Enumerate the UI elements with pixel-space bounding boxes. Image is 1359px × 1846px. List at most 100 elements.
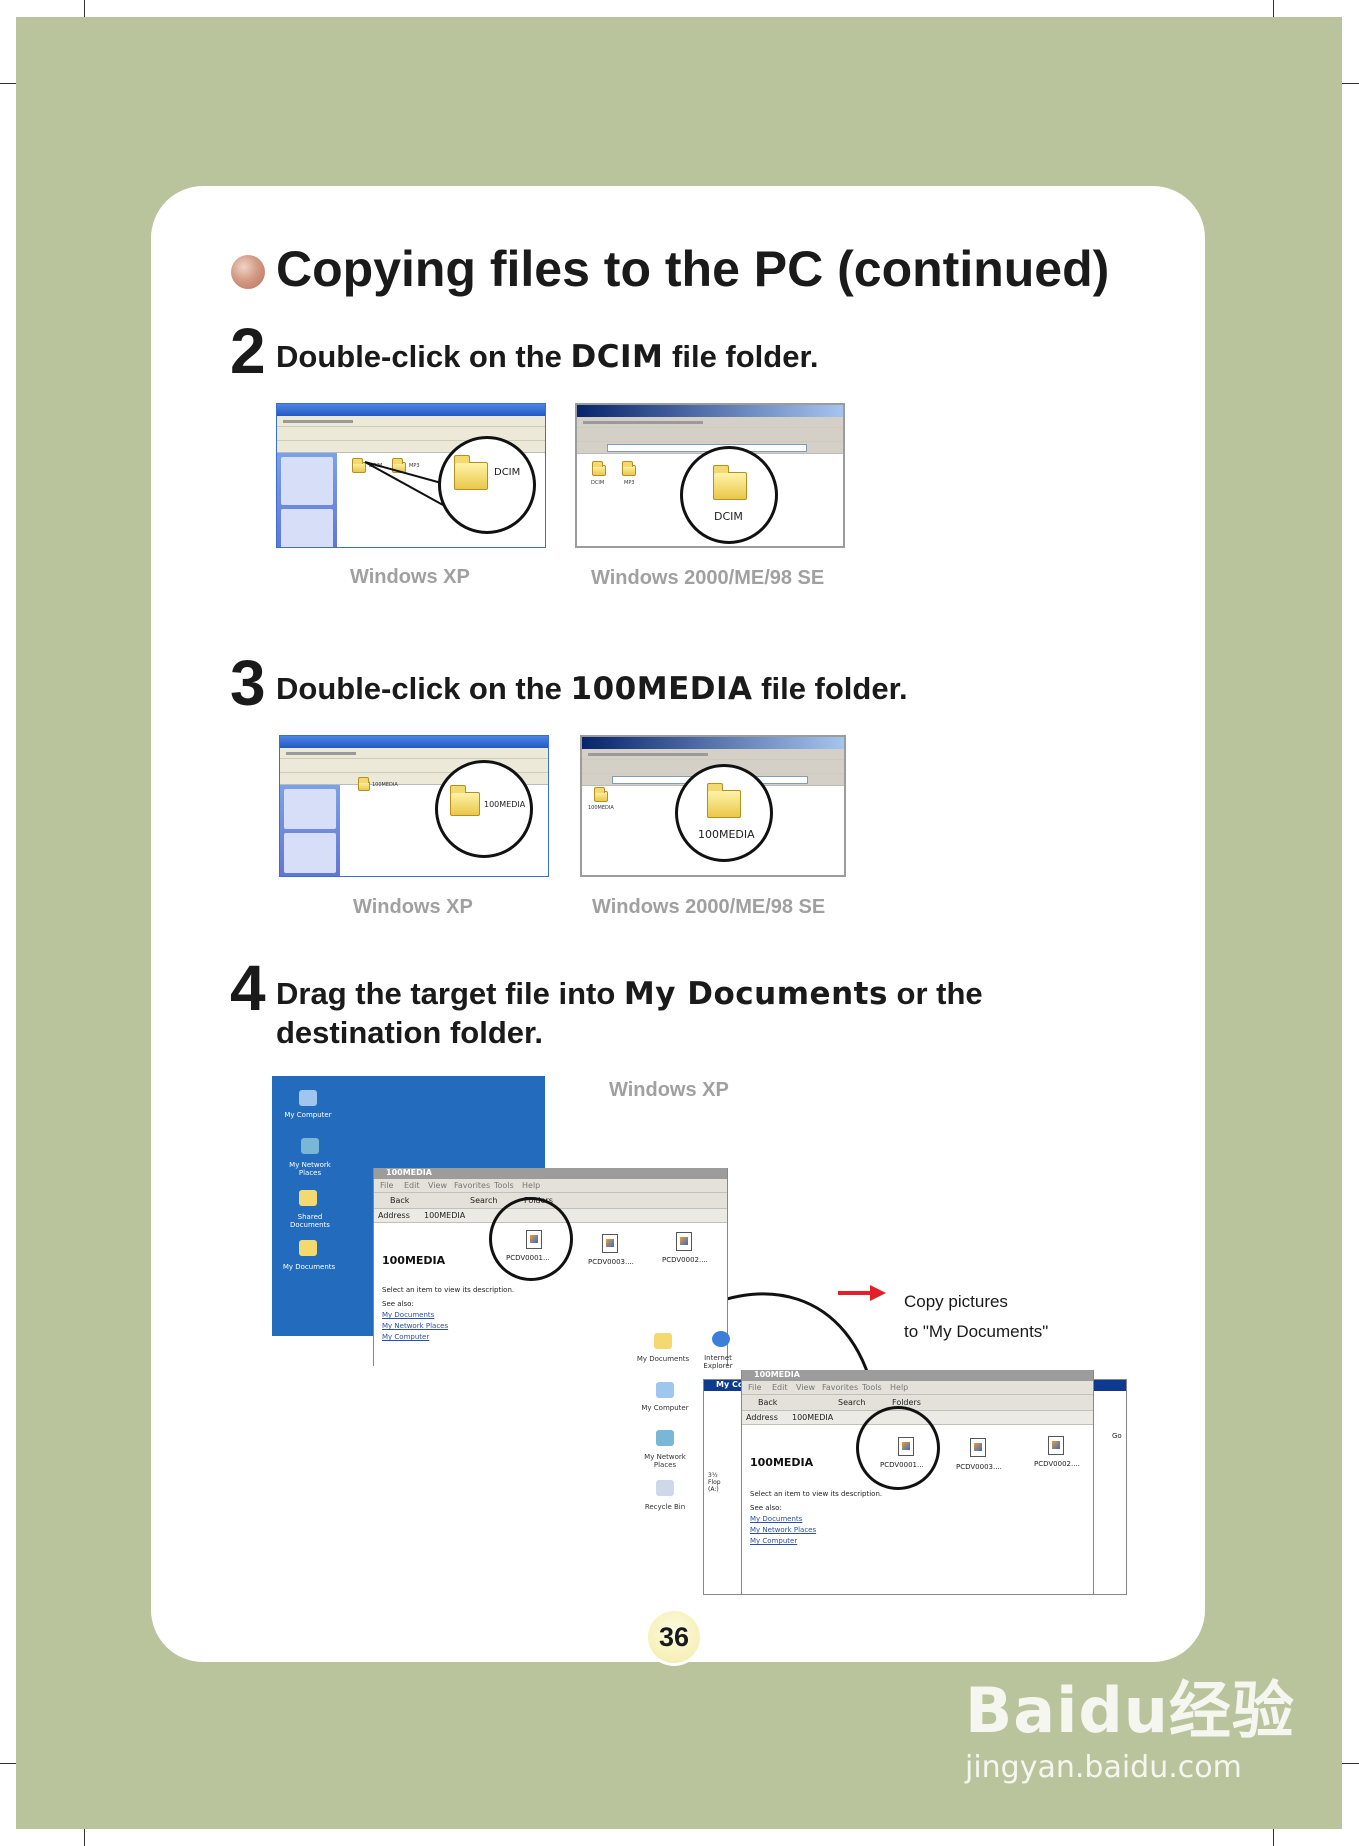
folder-icon: [358, 777, 370, 791]
menu-help[interactable]: Help: [522, 1181, 541, 1190]
drag-source-highlight: [489, 1197, 573, 1281]
link-my-documents[interactable]: My Documents: [382, 1311, 435, 1319]
step-number: 3: [230, 647, 266, 719]
desktop-icon-label: Internet Explorer: [703, 1354, 733, 1370]
menu-bar: [277, 416, 545, 427]
step-text-highlight: 100MEDIA: [570, 671, 753, 707]
step-text-before: Double-click on the: [276, 671, 571, 706]
folder-icon: [594, 787, 608, 802]
menu-favorites[interactable]: Favorites: [822, 1383, 859, 1392]
desktop-icon-label: My Documents: [282, 1263, 336, 1271]
image-file-icon[interactable]: [602, 1234, 618, 1253]
search-button[interactable]: Search: [470, 1196, 498, 1205]
shared-folder-icon: [299, 1190, 317, 1206]
folder-label: 100MEDIA: [372, 782, 398, 788]
step-number: 2: [230, 315, 266, 387]
step-number: 4: [230, 952, 266, 1024]
menu-edit[interactable]: Edit: [404, 1181, 420, 1190]
address-input[interactable]: 100MEDIA: [792, 1413, 834, 1422]
folder-icon: [450, 785, 480, 816]
link-my-computer[interactable]: My Computer: [750, 1537, 798, 1545]
file-label: PCDV0003....: [956, 1463, 1002, 1471]
menu-tools[interactable]: Tools: [494, 1181, 514, 1190]
desktop-icon-label: Recycle Bin: [644, 1503, 686, 1511]
go-button[interactable]: Go: [1112, 1432, 1122, 1440]
drive-label: 3½ Flop (A:): [708, 1472, 721, 1493]
folder-icon: [454, 455, 488, 490]
folder-label: 100MEDIA: [588, 805, 614, 811]
copy-note-line2: to "My Documents": [904, 1321, 1049, 1341]
see-also-label: See also:: [750, 1504, 782, 1512]
menu-view[interactable]: View: [796, 1383, 815, 1392]
file-label: PCDV0002....: [1034, 1460, 1080, 1468]
menu-edit[interactable]: Edit: [772, 1383, 788, 1392]
step-instruction: Double-click on the DCIM file folder.: [276, 338, 818, 377]
task-pane: [277, 453, 337, 547]
folder-icon: [592, 461, 606, 476]
menu-favorites[interactable]: Favorites: [454, 1181, 491, 1190]
drag-source-highlight: [856, 1406, 940, 1490]
page-number: 36: [648, 1611, 700, 1663]
menu-bar: [280, 748, 548, 759]
step-text-after: file folder.: [663, 339, 819, 374]
step-text-before: Drag the target file into: [276, 976, 624, 1011]
address-input[interactable]: 100MEDIA: [424, 1211, 466, 1220]
folder-heading: 100MEDIA: [382, 1254, 446, 1267]
caption-classic: Windows 2000/ME/98 SE: [592, 896, 826, 918]
folder-icon: [392, 458, 406, 473]
back-button[interactable]: Back: [758, 1398, 778, 1407]
page-title: Copying files to the PC (continued): [276, 241, 1110, 297]
menu-view[interactable]: View: [428, 1181, 447, 1190]
caption-xp: Windows XP: [350, 566, 470, 588]
my-computer-icon: [656, 1382, 674, 1398]
menu-tools[interactable]: Tools: [862, 1383, 882, 1392]
link-my-documents[interactable]: My Documents: [750, 1515, 803, 1523]
menu-bar: File Edit View Favorites Tools Help: [374, 1179, 727, 1193]
back-button[interactable]: Back: [390, 1196, 410, 1205]
address-label: Address: [746, 1413, 778, 1422]
folder-icon: [352, 458, 366, 473]
window-title: My Co: [716, 1380, 744, 1389]
step-text-after: file folder.: [752, 671, 908, 706]
folder-heading: 100MEDIA: [750, 1456, 814, 1469]
zoom-label: 100MEDIA: [698, 828, 755, 841]
image-file-icon[interactable]: [1048, 1436, 1064, 1455]
internet-explorer-icon: [712, 1331, 730, 1347]
title-bar: [582, 737, 844, 749]
menu-file[interactable]: File: [380, 1181, 394, 1190]
title-bar: [280, 736, 548, 748]
link-network-places[interactable]: My Network Places: [750, 1526, 817, 1534]
folder-icon: [707, 783, 741, 818]
step-text-before: Double-click on the: [276, 339, 571, 374]
caption-xp: Windows XP: [353, 896, 473, 918]
zoom-label: DCIM: [494, 467, 521, 478]
step-text-highlight: DCIM: [570, 339, 664, 375]
caption-xp: Windows XP: [609, 1079, 729, 1101]
image-file-icon[interactable]: [676, 1232, 692, 1251]
desktop-icon-label: My Network Places: [289, 1161, 331, 1177]
window-title: 100MEDIA: [754, 1370, 800, 1379]
my-documents-icon: [299, 1240, 317, 1256]
title-bar: 100MEDIA: [374, 1168, 727, 1179]
caption-classic: Windows 2000/ME/98 SE: [591, 567, 825, 589]
desktop-icon-label: My Computer: [284, 1111, 332, 1119]
task-pane: [280, 785, 340, 876]
menu-bar: File Edit View Favorites Tools Help: [742, 1381, 1093, 1395]
menu-bar: [577, 417, 843, 428]
copy-note-line1: Copy pictures: [904, 1292, 1008, 1311]
watermark-url: jingyan.baidu.com: [965, 1750, 1242, 1785]
menu-file[interactable]: File: [748, 1383, 762, 1392]
link-my-computer[interactable]: My Computer: [382, 1333, 430, 1341]
folders-button[interactable]: Folders: [892, 1398, 921, 1407]
zoom-label: 100MEDIA: [484, 800, 526, 809]
description-text: Select an item to view its description.: [382, 1286, 515, 1294]
search-button[interactable]: Search: [838, 1398, 866, 1407]
folder-icon: [622, 461, 636, 476]
explorer-window-100media: 100MEDIA File Edit View Favorites Tools …: [741, 1370, 1094, 1595]
copy-note: Copy pictures to "My Documents": [904, 1287, 1048, 1347]
image-file-icon[interactable]: [970, 1438, 986, 1457]
link-network-places[interactable]: My Network Places: [382, 1322, 449, 1330]
menu-help[interactable]: Help: [890, 1383, 909, 1392]
file-label: PCDV0002....: [662, 1256, 708, 1264]
page-number-badge: 36: [645, 1608, 703, 1666]
